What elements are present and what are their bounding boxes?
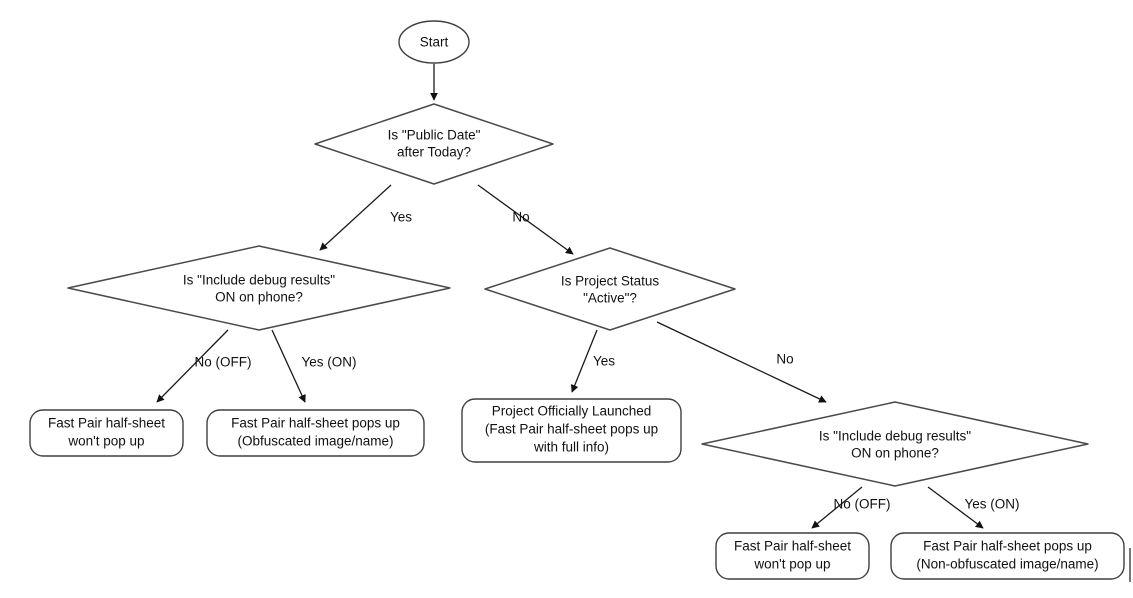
- terminal-right-off-line2: won't pop up: [753, 557, 830, 572]
- node-debug-results-right-decision[interactable]: Is "Include debug results" ON on phone?: [701, 401, 1089, 487]
- edge-public-date-yes: [319, 184, 392, 251]
- edge-debug-left-no: [156, 329, 229, 403]
- terminal-launched-line1: Project Officially Launched: [492, 404, 652, 419]
- public-date-diamond: [314, 103, 554, 185]
- node-project-status-decision[interactable]: Is Project Status "Active"?: [484, 247, 736, 331]
- debug-left-label-line1: Is "Include debug results": [183, 273, 335, 288]
- edge-label-status-no: No: [776, 352, 793, 367]
- terminal-launched-line3: with full info): [533, 440, 609, 455]
- edges-group: [156, 64, 984, 529]
- node-start[interactable]: Start: [398, 20, 470, 64]
- node-terminal-left-off[interactable]: Fast Pair half-sheet won't pop up: [29, 409, 184, 457]
- edge-label-public-yes: Yes: [390, 210, 412, 225]
- debug-left-diamond: [67, 245, 451, 331]
- edge-labels-group: Yes No No (OFF) Yes (ON) Yes No No (OFF)…: [195, 210, 1020, 512]
- edge-debug-right-yes: [927, 486, 984, 529]
- terminal-left-on-box: [206, 409, 425, 457]
- terminal-left-off-line2: won't pop up: [67, 434, 144, 449]
- edge-label-debug-left-yes: Yes (ON): [301, 355, 356, 370]
- terminal-right-off-box: [715, 532, 870, 580]
- public-date-label-line1: Is "Public Date": [388, 128, 481, 143]
- node-terminal-left-on[interactable]: Fast Pair half-sheet pops up (Obfuscated…: [206, 409, 425, 457]
- terminal-launched-box: [461, 398, 682, 463]
- debug-right-label-line2: ON on phone?: [851, 446, 939, 461]
- edge-label-status-yes: Yes: [593, 354, 615, 369]
- node-debug-results-left-decision[interactable]: Is "Include debug results" ON on phone?: [67, 245, 451, 331]
- node-terminal-project-launched[interactable]: Project Officially Launched (Fast Pair h…: [461, 398, 682, 463]
- edge-public-date-no: [477, 184, 574, 255]
- edge-status-yes: [571, 329, 598, 393]
- edge-label-debug-left-no: No (OFF): [195, 355, 252, 370]
- terminal-launched-line2: (Fast Pair half-sheet pops up: [485, 422, 658, 437]
- terminal-right-on-line2: (Non-obfuscated image/name): [916, 557, 1098, 572]
- edge-debug-right-no: [811, 486, 863, 529]
- public-date-label-line2: after Today?: [397, 145, 471, 160]
- terminal-right-on-line1: Fast Pair half-sheet pops up: [923, 539, 1092, 554]
- terminal-left-on-line2: (Obfuscated image/name): [237, 434, 393, 449]
- edge-debug-left-yes: [271, 329, 306, 403]
- edge-label-debug-right-yes: Yes (ON): [964, 497, 1019, 512]
- terminal-right-off-line1: Fast Pair half-sheet: [734, 539, 851, 554]
- project-status-label-line2: "Active"?: [583, 291, 637, 306]
- start-label: Start: [420, 35, 449, 50]
- node-terminal-right-on[interactable]: Fast Pair half-sheet pops up (Non-obfusc…: [890, 532, 1125, 580]
- start-ellipse: [398, 20, 470, 64]
- node-public-date-decision[interactable]: Is "Public Date" after Today?: [314, 103, 554, 185]
- terminal-left-on-line1: Fast Pair half-sheet pops up: [231, 416, 400, 431]
- debug-right-label-line1: Is "Include debug results": [819, 429, 971, 444]
- project-status-label-line1: Is Project Status: [561, 274, 660, 289]
- edge-status-no: [656, 321, 827, 403]
- terminal-left-off-box: [29, 409, 184, 457]
- debug-left-label-line2: ON on phone?: [215, 290, 303, 305]
- terminal-left-off-line1: Fast Pair half-sheet: [48, 416, 165, 431]
- project-status-diamond: [484, 247, 736, 331]
- edge-label-debug-right-no: No (OFF): [834, 497, 891, 512]
- edge-label-public-no: No: [512, 210, 529, 225]
- debug-right-diamond: [701, 401, 1089, 487]
- terminal-right-on-box: [890, 532, 1125, 580]
- node-terminal-right-off[interactable]: Fast Pair half-sheet won't pop up: [715, 532, 870, 580]
